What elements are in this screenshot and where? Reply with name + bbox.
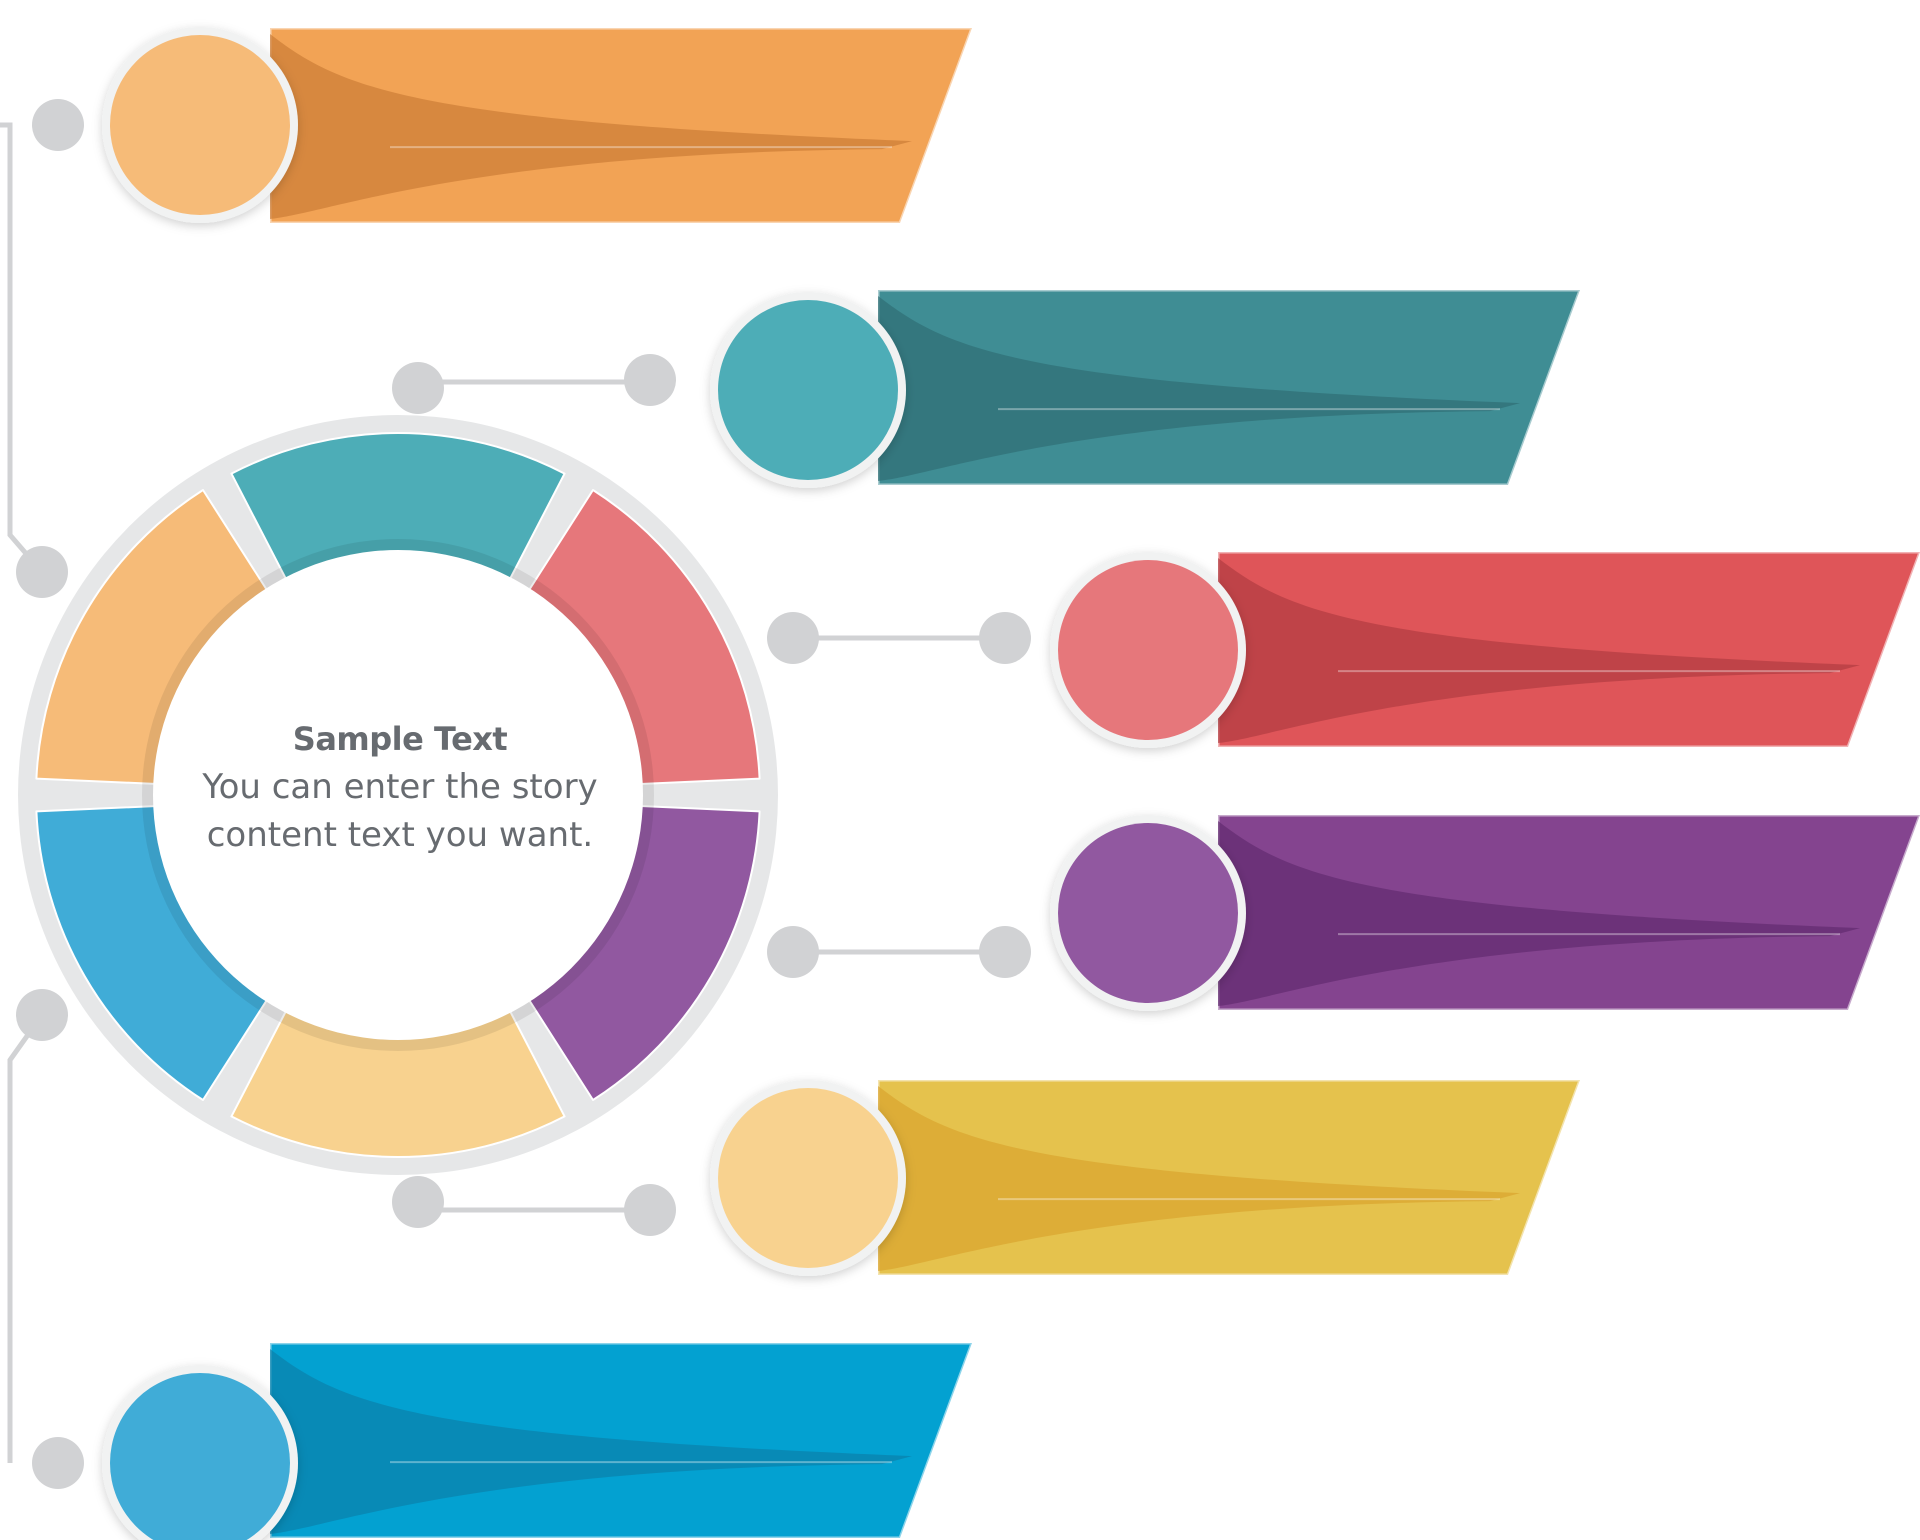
banner-purple-circle [1058,823,1238,1003]
banner-orange [102,26,975,225]
center-text-block: Sample Text You can enter the story cont… [150,715,650,859]
center-body-line-1: You can enter the story [202,767,598,807]
banner-purple [1050,813,1920,1012]
connector-dot-1 [32,99,84,151]
banner-yellow-circle [718,1088,898,1268]
banner-red-ribbon [1218,558,1860,743]
banner-list [102,26,1920,1540]
connector-dot-2 [16,546,68,598]
connector-line-left-2 [7,1013,45,1463]
connector-dot-10 [979,926,1031,978]
connector-lines [0,99,1031,1489]
connector-dot-7 [767,612,819,664]
connector-dot-8 [979,612,1031,664]
banner-red [1050,550,1920,749]
banner-teal [710,288,1583,488]
connector-dot-12 [624,1184,676,1236]
banner-teal-ribbon [878,296,1520,481]
connector-dot-11 [392,1176,444,1228]
banner-yellow-ribbon [878,1086,1520,1271]
connector-dot-3 [16,989,68,1041]
center-title: Sample Text [292,720,508,758]
banner-blue-circle [110,1373,290,1540]
banner-purple-ribbon [1218,821,1860,1006]
center-circle [153,550,643,1040]
banner-blue [102,1341,975,1540]
banner-blue-ribbon [270,1349,912,1534]
connector-line-left-1 [0,122,44,574]
connector-dot-5 [392,362,444,414]
banner-orange-circle [110,35,290,215]
connector-dot-9 [767,926,819,978]
center-body-line-2: content text you want. [206,815,594,855]
connector-dot-4 [32,1437,84,1489]
connector-dot-6 [624,354,676,406]
banner-orange-ribbon [270,34,912,219]
banner-teal-circle [718,300,898,480]
banner-red-circle [1058,560,1238,740]
segmented-ring [18,415,778,1175]
banner-yellow [710,1078,1583,1277]
